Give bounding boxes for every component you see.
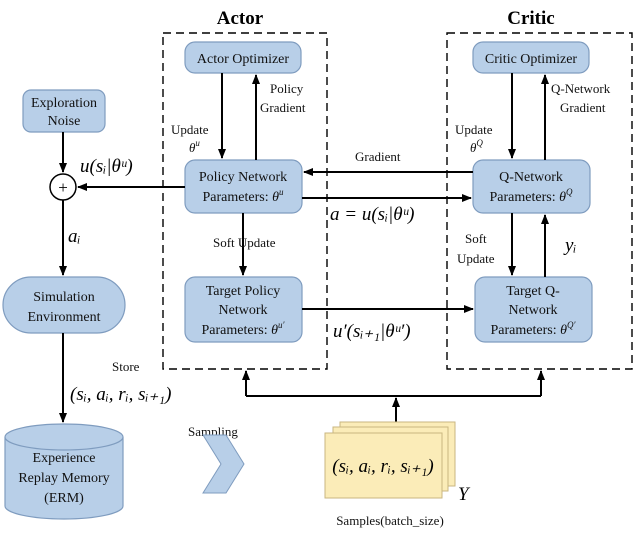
sim-env-label-1: Simulation xyxy=(33,290,94,305)
target-q-box: Target Q- Network Parameters: θQ′ xyxy=(474,276,593,343)
y-target-math: yᵢ xyxy=(563,235,576,256)
policy-output-math: u(sᵢ|θᵘ) xyxy=(80,156,133,177)
actor-title: Actor xyxy=(217,8,264,29)
samples-label: Samples(batch_size) xyxy=(336,513,444,528)
q-gradient-label-2: Gradient xyxy=(560,100,606,115)
q-network-label: Q-Network xyxy=(499,170,563,185)
policy-gradient-label-2: Gradient xyxy=(260,100,306,115)
exploration-noise-label-2: Noise xyxy=(48,114,81,129)
actor-update-label: Update xyxy=(171,122,209,137)
q-network-box: Q-Network Parameters: θQ xyxy=(472,159,591,214)
policy-network-label: Policy Network xyxy=(199,170,287,185)
critic-soft-update-label-1: Soft xyxy=(465,231,487,246)
critic-optimizer-box: Critic Optimizer xyxy=(472,41,590,74)
exploration-noise-label-1: Exploration xyxy=(31,96,97,111)
action-to-critic-math: a = u(sᵢ|θᵘ) xyxy=(330,204,415,225)
sim-env-label-2: Environment xyxy=(27,310,100,325)
policy-gradient-label-1: Policy xyxy=(270,81,304,96)
erm-cylinder: Experience Replay Memory (ERM) xyxy=(4,423,124,520)
exploration-noise-box: Exploration Noise xyxy=(22,89,106,133)
target-policy-box: Target Policy Network Parameters: θu′ xyxy=(184,276,303,343)
target-policy-params: Parameters: θu′ xyxy=(202,320,286,338)
critic-title: Critic xyxy=(507,8,554,29)
sampling-chevron-icon xyxy=(202,434,245,494)
gradient-label: Gradient xyxy=(355,149,401,164)
sample-tuple-math: (sᵢ, aᵢ, rᵢ, sᵢ₊₁) xyxy=(332,456,434,477)
plus-icon: + xyxy=(58,178,68,197)
target-q-label-2: Network xyxy=(509,303,558,318)
q-gradient-label-1: Q-Network xyxy=(551,81,611,96)
sum-node: + xyxy=(49,173,77,201)
target-q-params: Parameters: θQ′ xyxy=(491,320,577,338)
actor-optimizer-box: Actor Optimizer xyxy=(184,41,302,74)
erm-label-1: Experience xyxy=(33,451,96,466)
policy-network-params: Parameters: θu xyxy=(203,187,284,205)
critic-update-theta: θQ xyxy=(470,138,483,155)
critic-soft-update-label-2: Update xyxy=(457,251,495,266)
actor-optimizer-label: Actor Optimizer xyxy=(197,52,289,67)
target-policy-label-1: Target Policy xyxy=(206,284,281,299)
simulation-environment-box: Simulation Environment xyxy=(2,276,126,334)
actor-update-theta: θu xyxy=(189,138,200,155)
batch-symbol: Y xyxy=(458,484,471,505)
erm-label-3: (ERM) xyxy=(44,491,84,506)
action-math: aᵢ xyxy=(68,226,81,247)
critic-optimizer-label: Critic Optimizer xyxy=(485,52,577,67)
erm-label-2: Replay Memory xyxy=(18,471,109,486)
target-policy-label-2: Network xyxy=(219,303,268,318)
store-label: Store xyxy=(112,359,140,374)
actor-soft-update-label: Soft Update xyxy=(213,235,276,250)
target-action-math: u′(sᵢ₊₁|θᵘ′) xyxy=(333,321,411,342)
q-network-params: Parameters: θQ xyxy=(490,187,573,205)
target-q-label-1: Target Q- xyxy=(506,284,560,299)
actor-group xyxy=(162,32,328,370)
samples-stack: (sᵢ, aᵢ, rᵢ, sᵢ₊₁) Y xyxy=(324,421,471,505)
transition-math: (sᵢ, aᵢ, rᵢ, sᵢ₊₁) xyxy=(70,384,172,405)
critic-group xyxy=(446,32,633,370)
critic-update-label: Update xyxy=(455,122,493,137)
policy-network-box: Policy Network Parameters: θu xyxy=(184,159,303,214)
